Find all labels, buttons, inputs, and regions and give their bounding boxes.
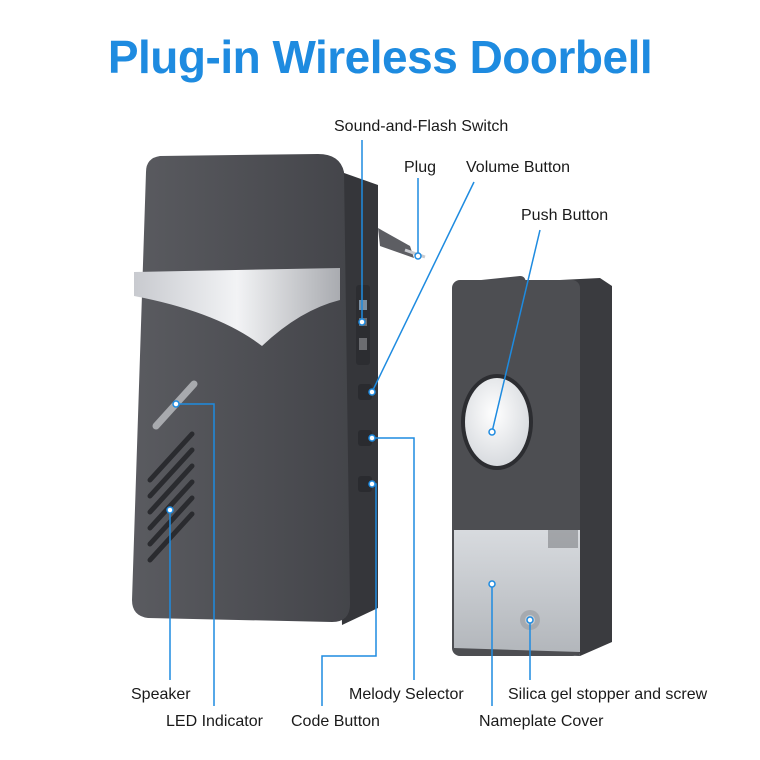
page-title: Plug-in Wireless Doorbell (107, 31, 653, 83)
speaker-grille (147, 431, 195, 563)
code-button-part (358, 476, 372, 492)
label-plug: Plug (404, 159, 437, 176)
receiver-front (132, 154, 350, 622)
receiver-unit (132, 154, 426, 625)
label-nameplate-cover: Nameplate Cover (479, 713, 604, 730)
label-push-button: Push Button (521, 207, 609, 224)
label-silica-gel: Silica gel stopper and screw (508, 686, 708, 703)
callout-lines (169, 140, 541, 706)
label-speaker: Speaker (131, 686, 191, 703)
volume-button-part (358, 384, 372, 400)
plug-prong (378, 228, 414, 258)
label-volume-button: Volume Button (466, 159, 571, 176)
label-melody-selector: Melody Selector (349, 686, 464, 703)
label-sound-flash-switch: Sound-and-Flash Switch (334, 118, 509, 135)
transmitter-unit (452, 276, 612, 656)
label-led-indicator: LED Indicator (166, 713, 263, 730)
melody-selector-part (358, 430, 372, 446)
callout-dots (166, 252, 534, 624)
nameplate-cover-part (454, 530, 580, 652)
receiver-silver-band (134, 268, 340, 346)
label-code-button: Code Button (291, 713, 380, 730)
